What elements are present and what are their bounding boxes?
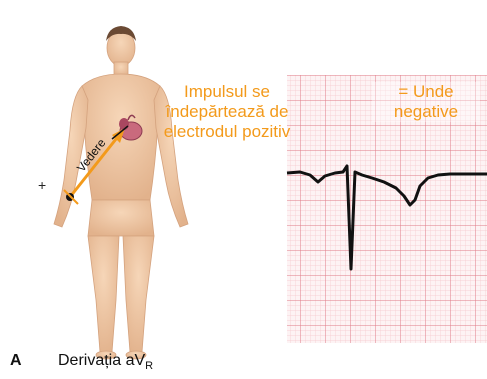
positive-sign: + bbox=[38, 177, 46, 193]
negative-waves-annotation: = Unde negative bbox=[372, 82, 480, 122]
panel-letter: A bbox=[10, 352, 58, 370]
lead-name: Derivația aV bbox=[58, 352, 145, 369]
lead-subscript: R bbox=[145, 360, 153, 372]
impulse-annotation: Impulsul se îndepărtează de electrodul p… bbox=[162, 82, 292, 142]
